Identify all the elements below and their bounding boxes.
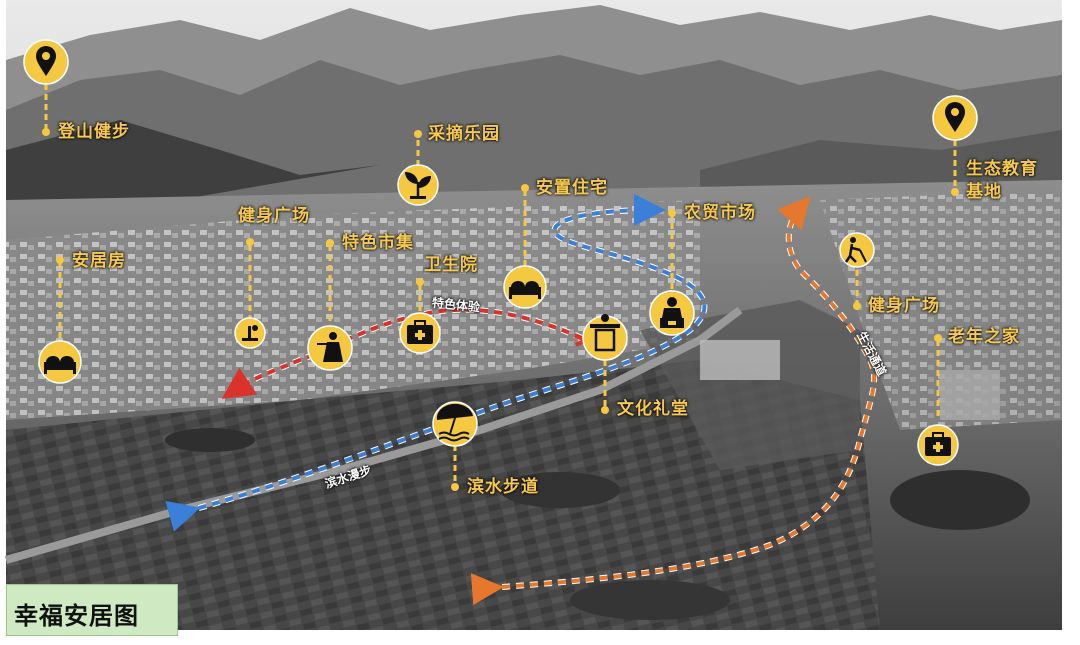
map-title: 幸福安居图 [14, 602, 139, 630]
label-special-market: 特色市集 [342, 233, 414, 253]
label-fitness-square-1: 健身广场 [238, 206, 310, 226]
bed-icon[interactable] [503, 265, 547, 309]
bed-icon[interactable] [38, 340, 82, 384]
medical-kit-icon[interactable] [399, 312, 441, 354]
title-box [6, 584, 178, 636]
label-riverside-trail: 滨水步道 [467, 477, 539, 497]
beach-umbrella-icon[interactable] [432, 401, 478, 447]
label-clinic: 卫生院 [424, 255, 478, 275]
fitness-equipment-icon[interactable] [234, 317, 266, 349]
label-eco-education-line2: 基地 [966, 182, 1002, 202]
location-pin-icon[interactable] [23, 39, 69, 85]
label-fitness-square-2: 健身广场 [868, 296, 940, 316]
label-resettle-housing: 安置住宅 [536, 178, 608, 198]
label-hiking: 登山健步 [58, 122, 130, 142]
location-pin-icon[interactable] [932, 95, 978, 141]
lectern-icon[interactable] [582, 314, 628, 361]
label-farm-market: 农贸市场 [684, 203, 756, 223]
label-eco-education-line1: 生态教育 [966, 159, 1038, 179]
sprout-icon[interactable] [397, 164, 439, 206]
label-elderly-home: 老年之家 [948, 327, 1020, 347]
exercise-icon[interactable] [839, 232, 875, 268]
label-culture-hall: 文化礼堂 [617, 399, 689, 419]
waiter-icon[interactable] [307, 325, 353, 371]
medical-kit-icon[interactable] [917, 424, 959, 466]
label-anju-housing: 安居房 [72, 251, 126, 271]
shop-vendor-icon[interactable] [649, 290, 695, 336]
label-picking: 采摘乐园 [428, 124, 500, 144]
